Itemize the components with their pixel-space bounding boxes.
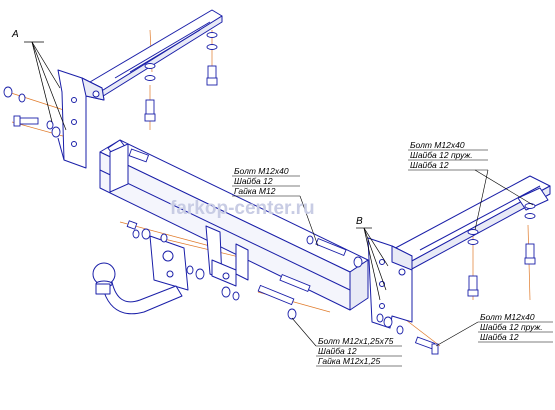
callout-bottom-right-line-3: Шайба 12 — [480, 332, 519, 342]
right-side-plate — [367, 237, 413, 329]
watermark: farkop-center.ru — [170, 198, 315, 219]
callout-middle: Болт М12х40 Шайба 12 Гайка М12 — [232, 166, 319, 247]
callout-bottom-middle: Болт М12х1,25х75 Шайба 12 Гайка М12х1,25 — [291, 317, 402, 367]
callout-a-label: A — [11, 29, 19, 40]
center-bracket — [205, 225, 249, 287]
left-bottom-hardware — [126, 148, 205, 280]
callout-bottom-right: Болт М12х40 Шайба 12 пруж. Шайба 12 — [435, 312, 553, 347]
callout-b-label: B — [356, 216, 363, 227]
long-bolts-bottom — [221, 235, 363, 320]
callout-bottom-right-line-2: Шайба 12 пруж. — [480, 322, 543, 332]
callout-middle-line-3: Гайка М12 — [234, 186, 276, 196]
callout-b-leaders — [356, 227, 389, 301]
callout-top-right: Болт М12х40 Шайба 12 пруж. Шайба 12 — [408, 140, 534, 231]
callout-top-right-line-2: Шайба 12 пруж. — [410, 150, 473, 160]
callout-a-leaders — [24, 41, 67, 131]
left-side-plate — [57, 69, 105, 169]
callout-middle-line-2: Шайба 12 — [234, 176, 273, 186]
top-bolts-left — [3, 32, 218, 138]
tow-ball-assembly — [92, 235, 189, 315]
callout-bottom-middle-line-2: Шайба 12 — [318, 346, 357, 356]
callout-bottom-middle-line-3: Гайка М12х1,25 — [318, 356, 380, 366]
callout-middle-line-1: Болт М12х40 — [234, 166, 289, 176]
callout-top-right-line-1: Болт М12х40 — [410, 140, 465, 150]
callout-bottom-middle-line-1: Болт М12х1,25х75 — [318, 336, 394, 346]
left-frame-arm — [89, 9, 223, 99]
callout-bottom-right-line-1: Болт М12х40 — [480, 312, 535, 322]
callout-top-right-line-3: Шайба 12 — [410, 160, 449, 170]
main-crossbeam — [99, 139, 369, 311]
